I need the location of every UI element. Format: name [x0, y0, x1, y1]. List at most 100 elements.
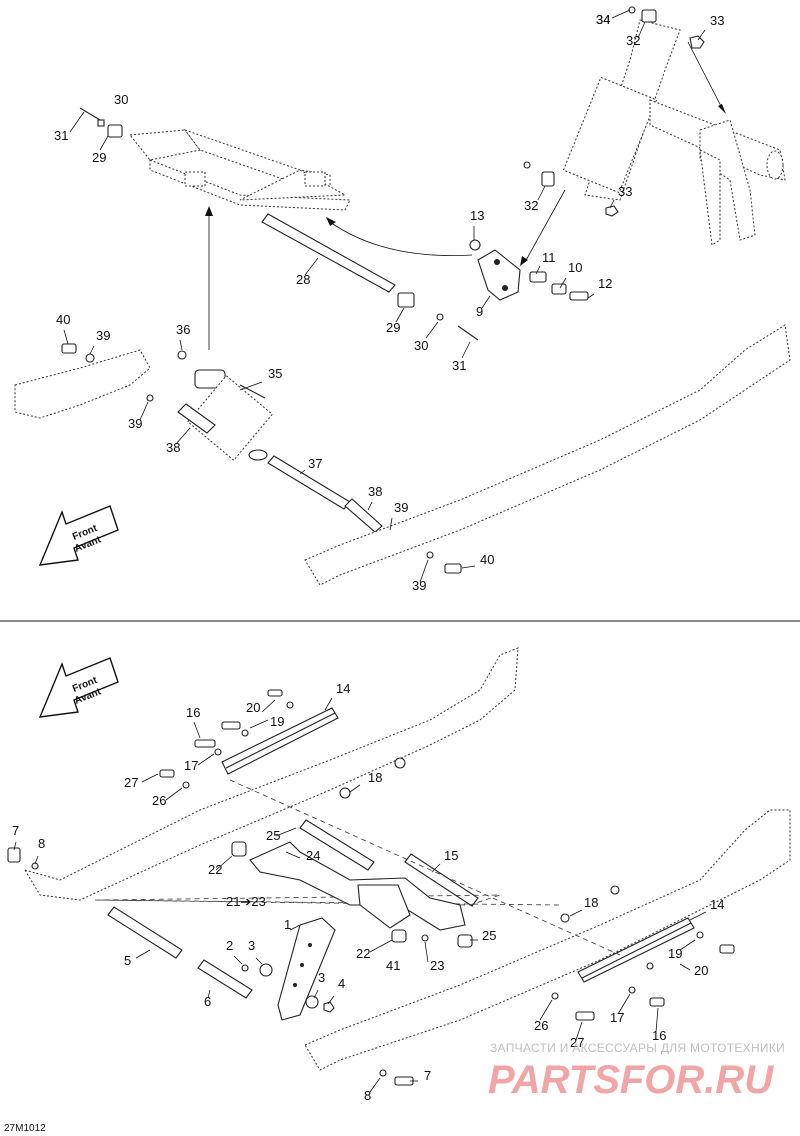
- arrow-to-bracket: [524, 189, 566, 263]
- arrow-head-2: [718, 104, 726, 114]
- part-callout-bottom: 26: [534, 1018, 548, 1033]
- slide-rail-14-upper: [221, 707, 339, 775]
- leader-line: [424, 941, 429, 963]
- part-callout-top: 34: [596, 12, 610, 27]
- part-callout-top: 40: [480, 552, 494, 567]
- part-callout-bottom: 22: [208, 862, 222, 877]
- leader-line: [179, 339, 183, 351]
- leader-line: [69, 111, 85, 133]
- part-callout-bottom: 23: [430, 958, 444, 973]
- leader-line: [587, 293, 595, 299]
- part-callout-top: 35: [268, 366, 282, 381]
- part-callout-bottom: 7: [424, 1068, 431, 1083]
- leader-line: [165, 787, 183, 801]
- watermark-tagline: ЗАПЧАСТИ И АКСЕССУАРЫ ДЛЯ МОТОТЕХНИКИ: [490, 1041, 785, 1055]
- leader-line: [63, 329, 69, 345]
- leader-line: [369, 939, 393, 953]
- part-callout-top: 39: [96, 328, 110, 343]
- leader-line: [535, 265, 541, 275]
- leader-line: [575, 1021, 583, 1041]
- part-callout-bottom: 21➔23: [226, 894, 266, 909]
- leader-line: [637, 21, 646, 39]
- leader-line: [275, 827, 297, 837]
- leader-line: [135, 949, 151, 959]
- part-callout-bottom: 20: [246, 700, 260, 715]
- part-callout-top: 29: [386, 320, 400, 335]
- hardware-top: [61, 6, 705, 574]
- part-callout-top: 39: [394, 500, 408, 515]
- part-callout-bottom: 16: [186, 705, 200, 720]
- leader-line: [569, 909, 583, 917]
- leader-line: [431, 863, 441, 873]
- leader-line: [559, 277, 567, 289]
- hardware-bottom: [7, 689, 735, 1086]
- leader-line: [261, 699, 276, 713]
- part-callout-bottom: 18: [584, 895, 598, 910]
- leader-line: [367, 501, 373, 511]
- leader-line: [313, 989, 319, 999]
- watermark-brand: PARTSFOR.RU: [488, 1058, 774, 1102]
- leader-line: [611, 9, 631, 19]
- part-callout-top: 38: [368, 484, 382, 499]
- part-callout-top: 38: [166, 440, 180, 455]
- leader-line: [395, 307, 405, 323]
- part-callout-bottom: 18: [368, 770, 382, 785]
- part-callout-bottom: 4: [338, 976, 345, 991]
- part-callout-top: 40: [56, 312, 70, 327]
- part-callout-top: 33: [618, 184, 632, 199]
- part-callout-top: 36: [176, 322, 190, 337]
- part-callout-bottom: 20: [694, 963, 708, 978]
- leader-line: [13, 841, 17, 851]
- leader-line: [689, 911, 707, 921]
- leader-line: [193, 721, 201, 739]
- leader-line: [327, 995, 335, 1005]
- leader-line: [349, 784, 361, 793]
- part-callout-bottom: 3: [248, 938, 255, 953]
- leader-line: [255, 957, 263, 965]
- part-callout-bottom: 41: [386, 958, 400, 973]
- part-callout-top: 29: [92, 150, 106, 165]
- part-callout-bottom: 7: [12, 823, 19, 838]
- front-arm-assembly: [231, 841, 473, 1021]
- leader-line: [537, 185, 546, 201]
- leader-line: [249, 719, 269, 729]
- leader-line: [679, 963, 691, 971]
- part-callout-bottom: 8: [38, 836, 45, 851]
- part-callout-top: 11: [542, 250, 556, 265]
- rail-top-right: [304, 324, 791, 586]
- part-callout-bottom: 26: [152, 793, 166, 808]
- arrow-head-up: [205, 206, 213, 216]
- part-callout-bottom: 25: [482, 928, 496, 943]
- part-callout-top: 33: [710, 13, 724, 28]
- leader-line: [89, 345, 95, 355]
- part-callout-top: 10: [568, 260, 582, 275]
- rear-arm-frame: [129, 128, 351, 211]
- part-callout-bottom: 3: [318, 970, 325, 985]
- leader-line: [215, 855, 233, 871]
- part-callout-bottom: 14: [710, 897, 724, 912]
- front-direction-arrow-bottom: Front Avant: [38, 657, 119, 718]
- leader-line: [141, 773, 159, 783]
- part-callout-bottom: 2: [226, 938, 233, 953]
- leader-line: [539, 999, 553, 1021]
- leader-line: [34, 855, 39, 865]
- part-callout-bottom: 5: [124, 953, 131, 968]
- watermark: ЗАПЧАСТИ И АКСЕССУАРЫ ДЛЯ МОТОТЕХНИКИ PA…: [488, 1041, 785, 1102]
- slide-rail-14-lower: [577, 917, 695, 983]
- leader-line: [139, 401, 149, 421]
- shaft-28: [261, 213, 396, 293]
- part-callout-top: 32: [626, 33, 640, 48]
- leader-line: [324, 697, 333, 711]
- part-callout-top: 34: [596, 12, 610, 27]
- part-callout-bottom: 1: [284, 917, 291, 932]
- leader-line: [197, 753, 215, 766]
- part-callout-bottom: 15: [444, 848, 458, 863]
- part-callout-top: 39: [128, 416, 142, 431]
- figure-code: 27M1012: [4, 1123, 46, 1134]
- leader-line: [617, 993, 631, 1015]
- part-callout-top: 28: [296, 272, 310, 287]
- part-callout-bottom: 16: [652, 1028, 666, 1043]
- part-callout-bottom: 27: [570, 1035, 584, 1050]
